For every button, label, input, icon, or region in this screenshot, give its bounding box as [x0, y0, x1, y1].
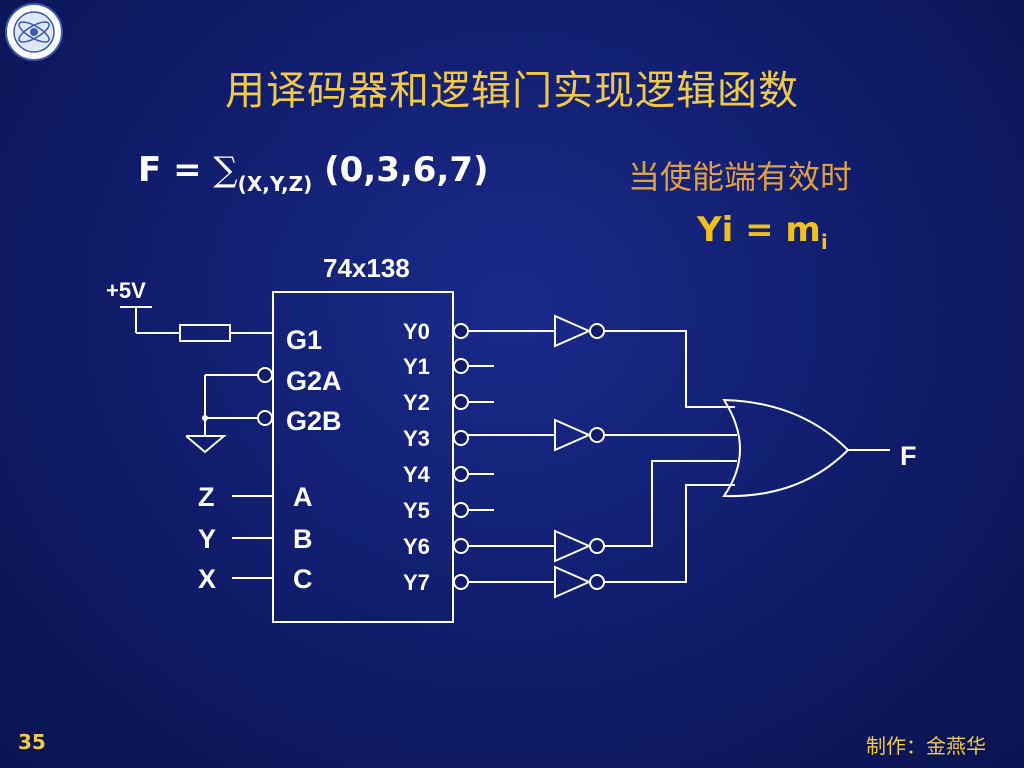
chip-name-label: 74x138	[323, 253, 410, 283]
or-gate	[722, 398, 850, 498]
relation-main: Yi = m	[697, 210, 821, 250]
university-seal-icon	[5, 3, 63, 61]
inverter-bubble-y0	[589, 323, 605, 339]
formula-variables: (X,Y,Z)	[237, 172, 313, 196]
bubble-y3	[453, 430, 469, 446]
input-label-b: B	[293, 524, 313, 554]
inverter-y7	[554, 565, 592, 599]
output-label-y7: Y7	[403, 570, 430, 595]
signal-label-z: Z	[198, 482, 215, 512]
inverter-bubble-y3	[589, 427, 605, 443]
inverter-bubble-y7	[589, 574, 605, 590]
input-label-a: A	[293, 482, 313, 512]
bubble-y2	[453, 394, 469, 410]
page-number: 35	[18, 730, 46, 754]
bubble-y0	[453, 323, 469, 339]
bubble-y7	[453, 574, 469, 590]
bubble-y1	[453, 358, 469, 374]
ground-icon	[185, 435, 227, 454]
function-formula: F = ∑(X,Y,Z) (0,3,6,7)	[138, 150, 489, 196]
inverter-y3	[554, 418, 592, 452]
pullup-resistor	[179, 324, 231, 342]
input-label-g2b: G2B	[286, 406, 342, 436]
bubble-g2b	[257, 410, 273, 426]
inverter-y6	[554, 529, 592, 563]
inverter-bubble-y6	[589, 538, 605, 554]
input-label-c: C	[293, 564, 313, 594]
input-label-g1: G1	[286, 325, 322, 355]
inverter-y0	[554, 314, 592, 348]
relation-subscript: i	[820, 229, 828, 254]
signal-label-x: X	[198, 564, 216, 594]
output-label-y4: Y4	[403, 462, 431, 487]
bubble-y5	[453, 502, 469, 518]
output-label-y5: Y5	[403, 498, 430, 523]
enable-note: 当使能端有效时	[628, 158, 853, 196]
formula-minterms: (0,3,6,7)	[312, 150, 489, 190]
output-minterm-relation: Yi = mi	[697, 210, 828, 254]
page-title: 用译码器和逻辑门实现逻辑函数	[225, 68, 799, 114]
bubble-y6	[453, 538, 469, 554]
decoder-chip-body	[272, 291, 454, 623]
sigma-symbol: ∑	[213, 150, 238, 190]
output-label-y6: Y6	[403, 534, 430, 559]
output-label-f: F	[900, 441, 917, 471]
output-label-y1: Y1	[403, 354, 430, 379]
bubble-y4	[453, 466, 469, 482]
formula-lhs: F =	[138, 150, 214, 190]
signal-label-y: Y	[198, 524, 216, 554]
output-label-y3: Y3	[403, 426, 430, 451]
power-label: +5V	[106, 278, 146, 303]
output-label-y2: Y2	[403, 390, 430, 415]
input-label-g2a: G2A	[286, 366, 342, 396]
author-credit: 制作：金燕华	[866, 734, 986, 758]
bubble-g2a	[257, 367, 273, 383]
output-label-y0: Y0	[403, 319, 430, 344]
